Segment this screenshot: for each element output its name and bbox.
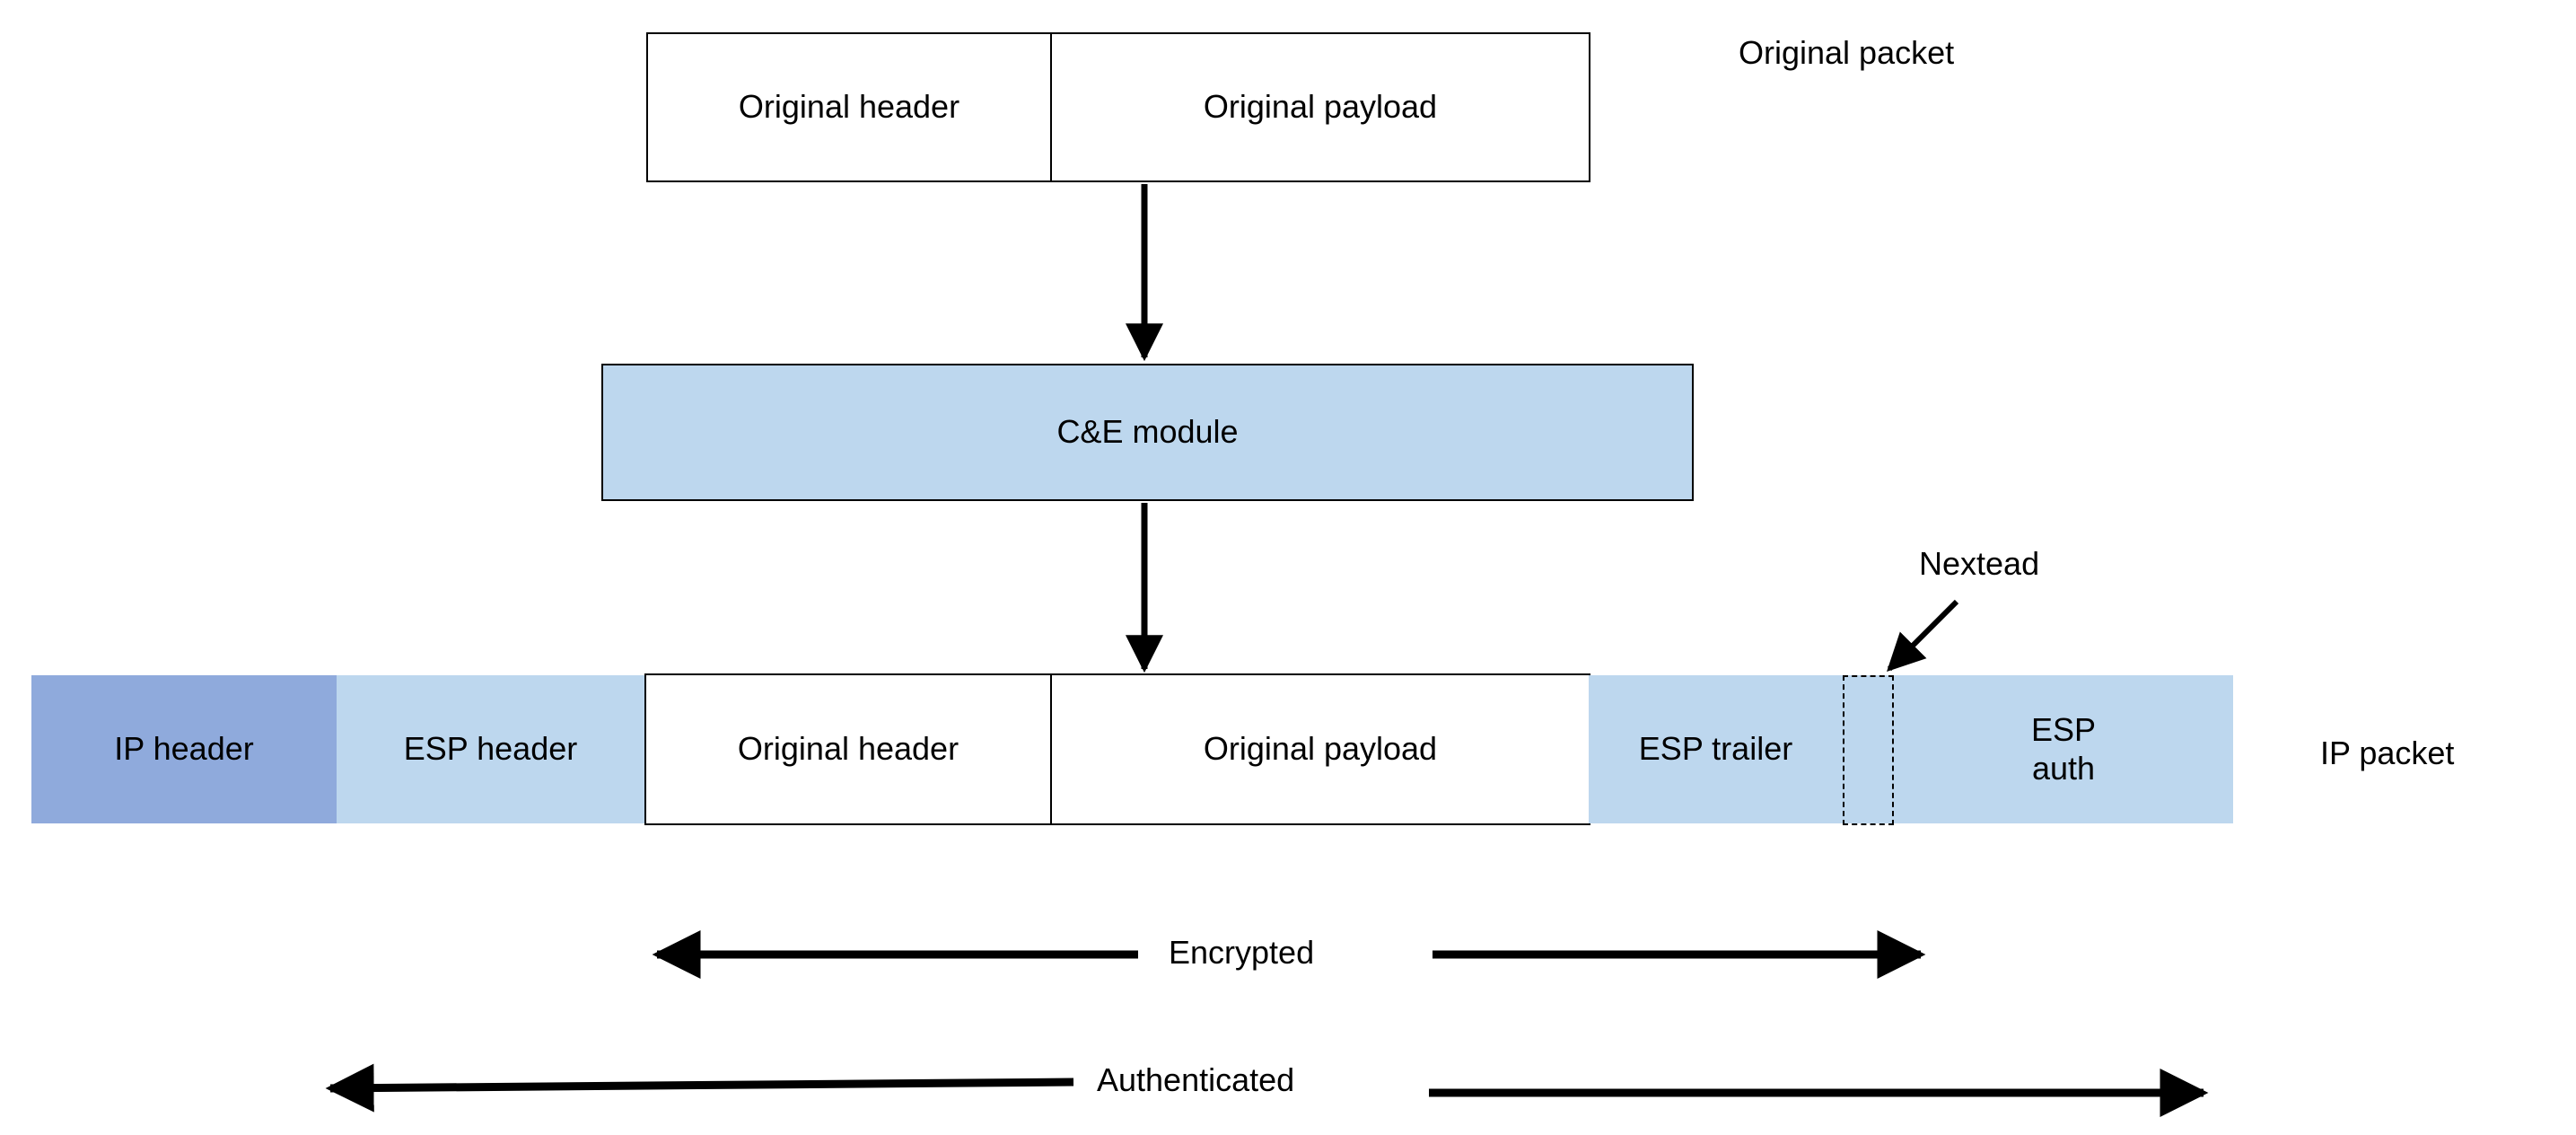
original-packet-payload-box: Original payload	[1050, 32, 1590, 182]
original-packet-header-label: Original header	[738, 88, 960, 126]
original-packet-payload-label: Original payload	[1203, 88, 1438, 126]
ip-packet-original-payload-box: Original payload	[1050, 673, 1590, 825]
ip-packet-esp-trailer-box: ESP trailer	[1589, 675, 1843, 823]
ip-packet-original-payload-label: Original payload	[1203, 730, 1438, 768]
original-packet-row-label: Original packet	[1739, 34, 1955, 71]
ip-packet-esp-auth-label: ESP auth	[2030, 711, 2097, 787]
ip-packet-ip-header-label: IP header	[114, 730, 254, 768]
original-packet-header-box: Original header	[646, 32, 1052, 182]
ip-packet-row-label: IP packet	[2320, 735, 2455, 771]
arrow-nextead-callout	[1887, 599, 1959, 672]
ip-packet-original-header-box: Original header	[644, 673, 1052, 825]
ce-module-label: C&E module	[1056, 413, 1239, 451]
ip-packet-esp-trailer-label: ESP trailer	[1638, 730, 1793, 768]
nextead-field-dashed-outline	[1843, 675, 1894, 825]
ip-packet-esp-header-label: ESP header	[403, 730, 578, 768]
ip-packet-nextead-field-box	[1843, 675, 1894, 823]
encrypted-span-label: Encrypted	[1169, 934, 1315, 971]
ip-packet-esp-header-box: ESP header	[337, 675, 644, 823]
ce-module-box: C&E module	[601, 364, 1694, 501]
nextead-callout-label: Nextead	[1919, 545, 2040, 582]
ip-packet-esp-auth-box: ESP auth	[1894, 675, 2233, 823]
ip-packet-original-header-label: Original header	[737, 730, 959, 768]
authenticated-span-label: Authenticated	[1097, 1061, 1295, 1098]
arrow-authenticated-left	[325, 1063, 1074, 1113]
ip-packet-ip-header-box: IP header	[31, 675, 337, 823]
